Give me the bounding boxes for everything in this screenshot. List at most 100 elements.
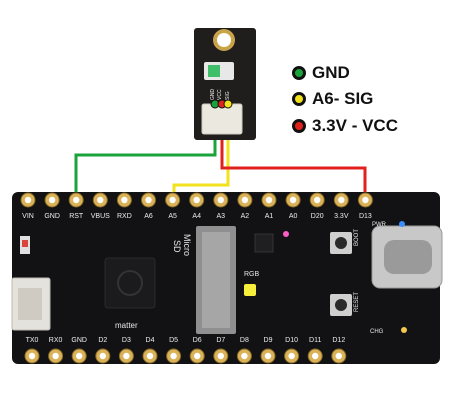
top-pin-label-gnd: GND [44,213,60,220]
top-pin-pad-hole [241,196,249,204]
battery-switch-knob [22,240,28,247]
bottom-pin-pad-hole [123,352,130,360]
bottom-pin-label-d11: D11 [309,337,321,344]
top-pin-pad-hole [265,196,273,204]
usb-c-port-inner [384,240,432,274]
legend-item-gnd: GND [292,63,350,83]
top-pin-pad-hole [24,196,32,204]
boot-label: BOOT [354,229,360,246]
bottom-pin-label-d3: D3 [122,337,131,344]
legend-label-vcc: 3.3V - VCC [312,116,398,135]
bottom-pin-pad-hole [335,352,342,360]
bottom-pin-pad-hole [217,352,224,360]
top-pin-pad-hole [169,196,176,204]
bottom-pin-pad-hole [146,352,154,360]
status-led-pink [283,231,289,237]
matter-logo-text: matter [115,321,138,330]
top-pin-pad-hole [145,196,152,204]
reset-label: RESET [354,292,360,312]
legend-dot-icon [292,66,306,80]
sensor-led [208,65,220,77]
top-pin-label-rst: RST [69,213,84,220]
bottom-pin-label-d10: D10 [285,337,298,344]
microsd-label-sd: SD [172,240,182,253]
legend-dot-icon [292,92,306,106]
chg-led [401,327,407,333]
mcu-logo-icon [117,270,143,296]
chg-label: CHG [370,329,384,335]
rgb-led [244,284,256,296]
regulator-chip [254,233,274,253]
sensor-pin-sig [223,99,233,109]
bottom-pin-pads [24,348,347,364]
top-pin-label-a1: A1 [265,213,274,220]
bottom-pin-label-gnd: GND [71,337,87,344]
top-pin-pads [20,192,373,208]
top-pin-label-d13: D13 [359,213,372,220]
top-pin-label-vin: VIN [22,213,34,220]
bottom-pin-pad-hole [170,352,177,360]
microcontroller-board: VIN GND RST VBUS RXD A6 A5 A4 A3 A2 A1 A0 D20 3.3V D13… [11,192,443,364]
pwr-label: PWR [372,222,387,228]
bottom-pin-pad-hole [264,352,272,360]
sensor-pin-label-sig: SIG [225,91,231,100]
top-pin-pad-hole [217,196,224,204]
top-pin-label-rxd: RXD [117,213,132,220]
bottom-pin-label-d12: D12 [332,337,345,344]
top-pin-label-a5: A5 [168,213,177,220]
top-pin-labels: VIN GND RST VBUS RXD A6 A5 A4 A3 A2 A1 A0 D20 3.3V D13 [22,213,372,220]
bottom-pin-pad-hole [52,352,59,360]
boot-button-cap [335,237,347,249]
sensor-pin-label-vcc: VCC [217,89,223,100]
sensor-mount-hole-inner [217,33,231,47]
top-pin-pad-hole [97,196,104,204]
top-pin-label-vbus: VBUS [91,213,110,220]
bottom-pin-label-d5: D5 [169,337,178,344]
microsd-slot-inner [202,232,230,328]
bottom-pin-label-d6: D6 [193,337,202,344]
top-pin-label-d20: D20 [311,213,324,220]
legend-item-sig: A6- SIG [292,89,373,109]
rgb-label: RGB [244,271,260,278]
bottom-pin-pad-hole [28,352,36,360]
top-pin-pad-hole [73,196,80,204]
mcu-chip [104,257,156,309]
bottom-pin-label-d9: D9 [264,337,273,344]
top-pin-pad-hole [362,196,369,204]
top-pin-label-a4: A4 [192,213,201,220]
top-pin-pad-hole [314,196,321,204]
reset-button-cap [335,299,347,311]
top-pin-label-a0: A0 [289,213,298,220]
microsd-label-micro: Micro [182,234,192,256]
legend-dot-icon [292,119,306,133]
top-pin-pad-hole [193,196,200,204]
bottom-pin-label-d7: D7 [216,337,225,344]
bottom-pin-label-rx0: RX0 [49,337,63,344]
top-pin-pad-hole [338,196,345,204]
top-pin-pad-hole [48,196,56,204]
top-pin-pad-hole [289,196,297,204]
top-pin-label-3-3v: 3.3V [334,213,349,220]
bottom-pin-pad-hole [288,352,295,360]
bottom-pin-label-d4: D4 [146,337,155,344]
bottom-pin-pad-hole [76,352,83,360]
sensor-pin-label-gnd: GND [210,89,216,101]
bottom-pin-pad-hole [312,352,319,360]
top-pin-label-a6: A6 [144,213,153,220]
bottom-pin-labels: TX0 RX0 GND D2 D3 D4 D5 D6 D7 D8 D9 D10 D11 D12 [26,337,346,344]
stemma-connector-slot [18,288,42,320]
top-pin-pad-hole [121,196,128,204]
bottom-pin-label-tx0: TX0 [26,337,39,344]
bottom-pin-pad-hole [99,352,107,360]
legend-item-vcc: 3.3V - VCC [292,116,398,136]
bottom-pin-pad-hole [194,352,201,360]
top-pin-label-a3: A3 [217,213,226,220]
pwr-led [399,221,405,227]
top-pin-label-a2: A2 [241,213,250,220]
bottom-pin-label-d8: D8 [240,337,249,344]
legend-label-sig: A6- SIG [312,89,374,108]
bottom-pin-pad-hole [241,352,248,360]
legend-label-gnd: GND [312,63,350,82]
bottom-pin-label-d2: D2 [98,337,107,344]
